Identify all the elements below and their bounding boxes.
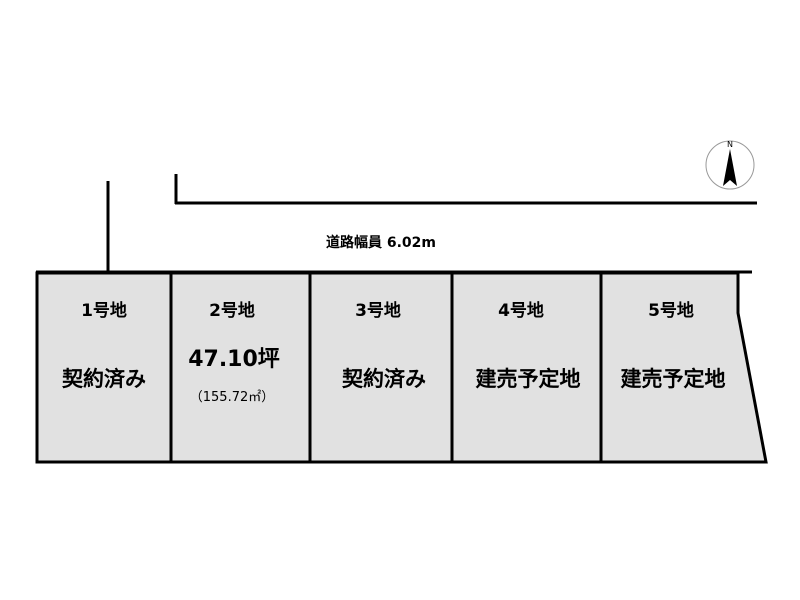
lot-5-number: 5号地 <box>648 300 694 321</box>
lot-4-parcel <box>450 271 603 464</box>
compass-needle-icon <box>723 149 737 186</box>
lot-5-parcel <box>599 271 768 464</box>
lot-3-number: 3号地 <box>355 300 401 321</box>
road-width-label: 道路幅員 6.02m <box>326 234 436 251</box>
lot-1-status: 契約済み <box>61 367 146 391</box>
lot-3: 3号地 契約済み <box>308 271 454 464</box>
lot-1-number: 1号地 <box>81 300 127 321</box>
lot-1: 1号地 契約済み <box>35 271 173 464</box>
lot-5-status: 建売予定地 <box>621 367 726 391</box>
lot-2: 2号地 47.10坪 （155.72㎡） <box>169 271 312 464</box>
north-compass: N <box>705 140 755 190</box>
lot-3-status: 契約済み <box>341 367 426 391</box>
lot-2-area-sqm: （155.72㎡） <box>190 390 275 405</box>
lot-3-parcel <box>308 271 454 464</box>
lot-2-number: 2号地 <box>209 300 255 321</box>
lot-4-status: 建売予定地 <box>476 367 581 391</box>
compass-north-label: N <box>727 140 733 149</box>
lot-2-area-tsubo: 47.10坪 <box>188 347 280 372</box>
lot-2-parcel <box>169 271 312 464</box>
lot-5: 5号地 建売予定地 <box>599 271 768 464</box>
lot-4: 4号地 建売予定地 <box>450 271 603 464</box>
lot-4-number: 4号地 <box>498 300 544 321</box>
lot-1-parcel <box>35 271 173 464</box>
